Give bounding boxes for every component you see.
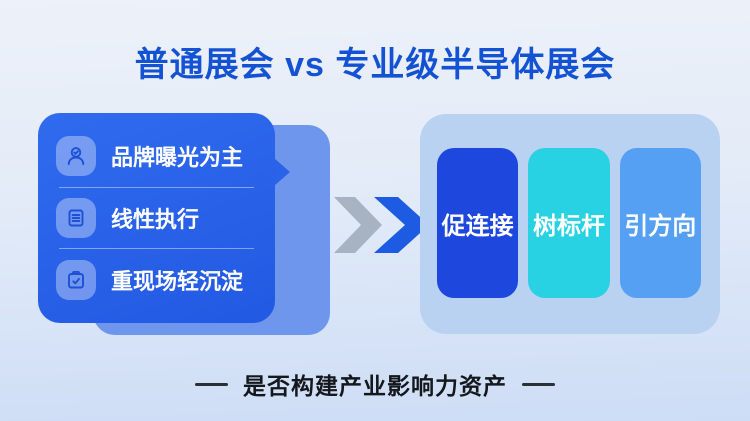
page-title: 普通展会 vs 专业级半导体展会 — [134, 46, 616, 84]
divider — [59, 186, 254, 188]
list-item-label: 线性执行 — [111, 207, 200, 232]
list-item: 品牌曝光为主 — [56, 126, 257, 187]
double-chevron-right-icon — [334, 197, 429, 253]
ordinary-expo-list: 品牌曝光为主 线性执行 — [38, 113, 275, 323]
bottom-caption: 是否构建产业影响力资产 — [0, 367, 750, 401]
list-item: 线性执行 — [56, 188, 257, 249]
pill-benchmark: 树标杆 — [528, 148, 610, 298]
list-item: 重现场轻沉淀 — [56, 249, 257, 310]
ordinary-expo-panel: 品牌曝光为主 线性执行 — [38, 113, 330, 335]
divider — [59, 248, 254, 250]
clipboard-check-icon — [56, 259, 96, 300]
caption-dash — [195, 382, 228, 386]
caption-text: 是否构建产业影响力资产 — [243, 373, 507, 399]
caption-dash — [522, 382, 555, 386]
professional-expo-panel: 促连接 树标杆 引方向 — [420, 114, 720, 334]
user-check-icon — [56, 136, 96, 177]
list-item-label: 品牌曝光为主 — [111, 145, 244, 171]
panel-pointer-triangle — [274, 158, 290, 186]
list-item-label: 重现场轻沉淀 — [111, 268, 244, 294]
pill-direction: 引方向 — [619, 148, 701, 298]
document-lines-icon — [56, 198, 96, 238]
pill-connect: 促连接 — [437, 148, 519, 298]
